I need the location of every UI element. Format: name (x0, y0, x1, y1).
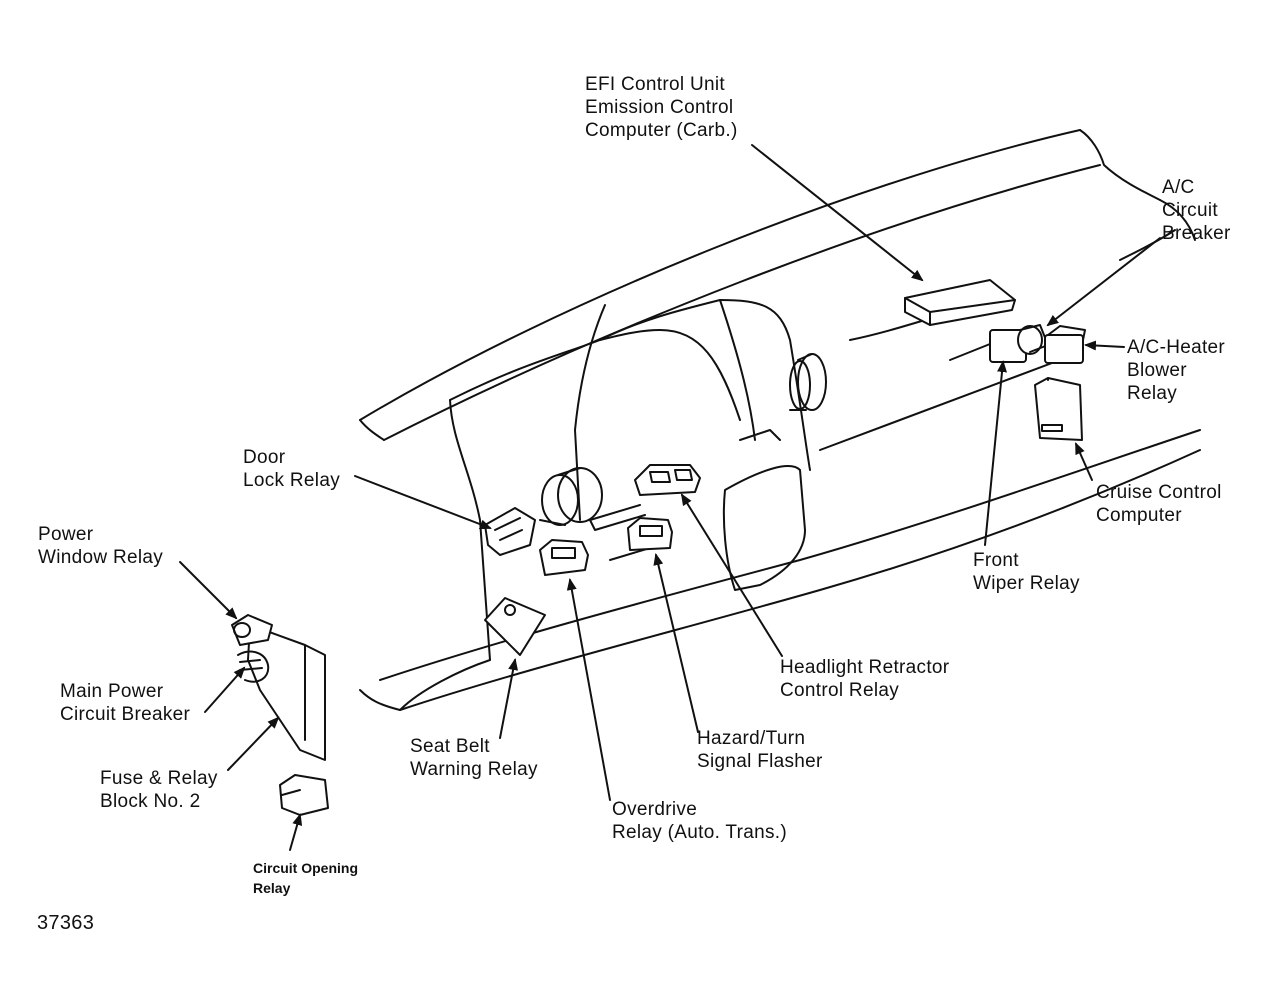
label-ac-circuit-breaker: A/C Circuit Breaker (1162, 177, 1231, 244)
dashboard-outline (359, 129, 1201, 711)
arrow-seat-belt (499, 658, 519, 739)
ac-heater-relay-shape (1044, 325, 1086, 364)
ac-circuit-breaker-shape (989, 324, 1049, 363)
headlight-relay-shape (634, 464, 701, 496)
arrow-headlight (680, 493, 783, 657)
glove-box (722, 465, 806, 591)
label-cruise-control-computer: Cruise Control Computer (1096, 482, 1222, 526)
figure-number: 37363 (37, 912, 95, 934)
arrow-door-lock (354, 475, 492, 530)
arrow-front-wiper (984, 360, 1007, 546)
center-vent (539, 467, 603, 526)
label-headlight-retractor-control-relay: Headlight Retractor Control Relay (780, 657, 950, 701)
label-efi-control-unit: EFI Control Unit Emission Control Comput… (585, 74, 738, 141)
door-lock-relay-shape (484, 507, 536, 556)
arrow-cruise (1075, 442, 1093, 481)
arrow-circuit-opening (289, 813, 303, 851)
arrow-overdrive (566, 578, 611, 801)
arrow-fuse-relay (227, 716, 280, 771)
label-hazard-turn-signal-flasher: Hazard/Turn Signal Flasher (697, 728, 823, 772)
hazard-flasher-shape (627, 517, 673, 551)
seat-belt-relay-shape (484, 597, 546, 656)
arrow-efi (751, 144, 924, 282)
circuit-opening-relay-shape (279, 774, 329, 816)
label-ac-heater-blower-relay: A/C-Heater Blower Relay (1127, 337, 1226, 404)
label-door-lock-relay: Door Lock Relay (243, 447, 340, 491)
fuse-relay-block-shape (247, 624, 326, 761)
label-seat-belt-warning-relay: Seat Belt Warning Relay (410, 736, 538, 780)
arrow-main-power (204, 666, 246, 713)
arrow-ac-heater (1084, 340, 1125, 351)
leader-arrows (179, 144, 1161, 851)
cruise-control-shape (1034, 377, 1083, 441)
label-circuit-opening-relay: Circuit Opening Relay (253, 860, 358, 896)
side-vent (789, 353, 827, 411)
power-window-relay-shape (231, 614, 273, 646)
overdrive-relay-shape (539, 539, 589, 576)
label-power-window-relay: Power Window Relay (38, 524, 164, 568)
label-front-wiper-relay: Front Wiper Relay (973, 550, 1080, 594)
arrow-hazard (653, 553, 699, 733)
label-fuse-relay-block: Fuse & Relay Block No. 2 (100, 768, 218, 812)
arrow-power-window (179, 561, 238, 620)
label-overdrive-relay: Overdrive Relay (Auto. Trans.) (612, 799, 787, 843)
label-main-power-circuit-breaker: Main Power Circuit Breaker (60, 681, 191, 725)
arrow-ac-breaker (1046, 237, 1161, 327)
efi-control-unit-shape (904, 279, 1016, 326)
